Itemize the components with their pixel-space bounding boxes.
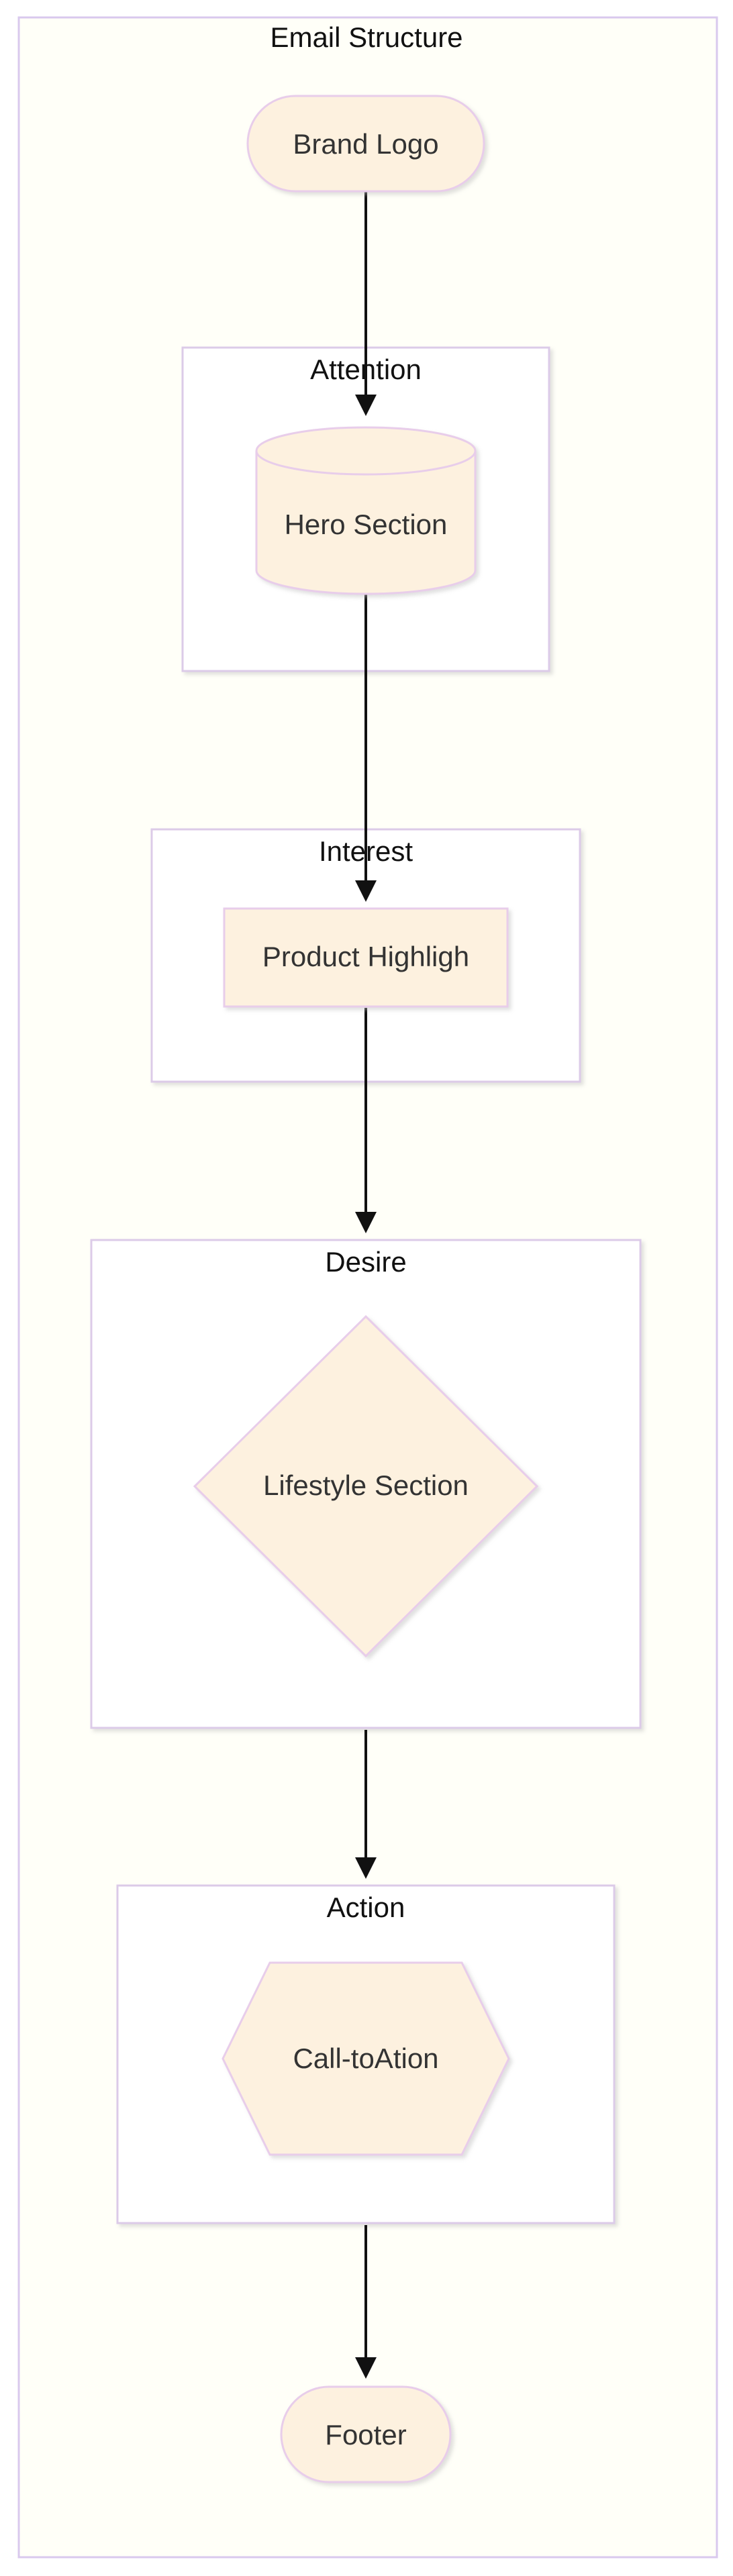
node-product-highlight-label: Product Highligh bbox=[262, 941, 469, 972]
edges bbox=[355, 191, 377, 2379]
arrowhead-logo-to-hero bbox=[355, 395, 377, 416]
node-lifestyle-section-label: Lifestyle Section bbox=[263, 1470, 469, 1501]
node-hero-section-label: Hero Section bbox=[285, 509, 448, 540]
arrowhead-hero-to-product bbox=[355, 880, 377, 902]
node-call-to-action: Call-toAtion bbox=[222, 1961, 510, 2156]
arrowhead-lifestyle-to-action bbox=[355, 1857, 377, 1879]
arrowhead-action-to-footer bbox=[355, 2357, 377, 2379]
arrowhead-product-to-lifestyle bbox=[355, 1212, 377, 1233]
node-lifestyle-section: Lifestyle Section bbox=[193, 1315, 539, 1658]
node-footer-label: Footer bbox=[325, 2419, 406, 2451]
node-footer: Footer bbox=[280, 2385, 452, 2483]
node-brand-logo: Brand Logo bbox=[246, 95, 485, 193]
group-action-label: Action bbox=[327, 1892, 405, 1923]
node-hero-section: Hero Section bbox=[255, 426, 477, 595]
diagram-title: Email Structure bbox=[270, 21, 462, 53]
node-brand-logo-label: Brand Logo bbox=[293, 128, 438, 160]
node-call-to-action-label: Call-toAtion bbox=[293, 2043, 438, 2074]
group-desire-label: Desire bbox=[325, 1246, 406, 1278]
node-product-highlight: Product Highligh bbox=[223, 907, 509, 1008]
